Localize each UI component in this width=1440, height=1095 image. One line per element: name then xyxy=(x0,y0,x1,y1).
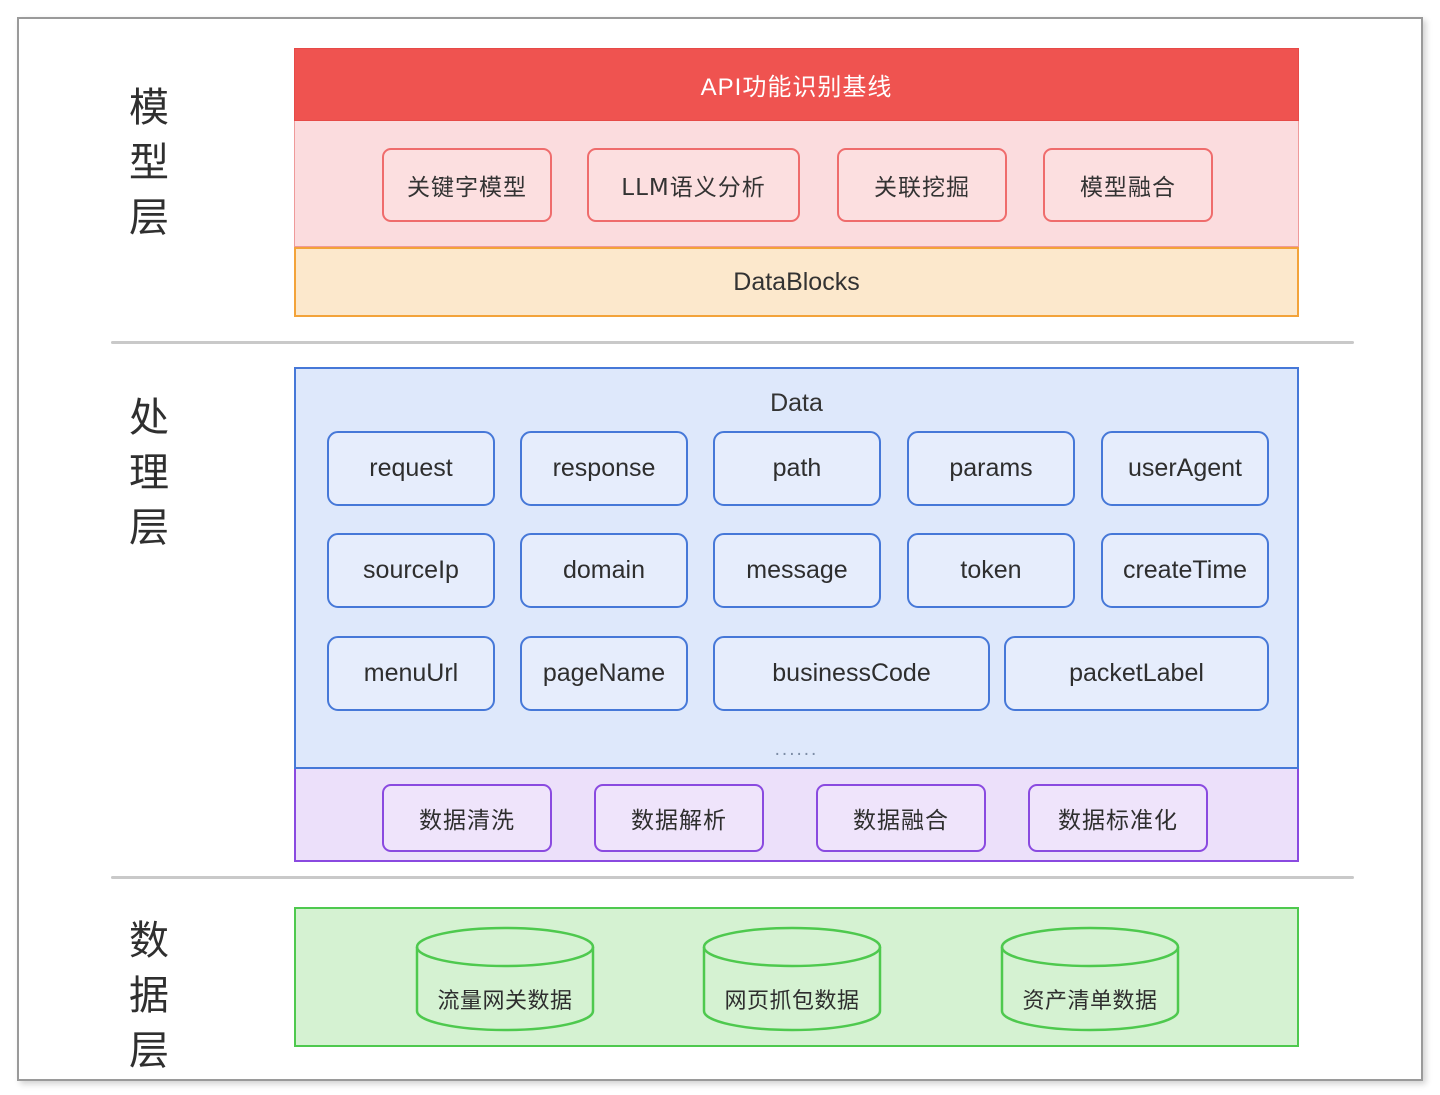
field-chip-createtime[interactable]: createTime xyxy=(1101,533,1269,608)
model-layer-body: 关键字模型 LLM语义分析 关联挖掘 模型融合 xyxy=(294,121,1299,247)
divider-model-process xyxy=(111,341,1354,344)
layer-label-data: 数 据 层 xyxy=(129,918,171,1075)
diagram-frame: 模 型 层 API功能识别基线 关键字模型 LLM语义分析 关联挖掘 模型融合 … xyxy=(17,17,1423,1081)
field-chip-useragent[interactable]: userAgent xyxy=(1101,431,1269,506)
field-chip-path[interactable]: path xyxy=(713,431,881,506)
data-store-label: 网页抓包数据 xyxy=(724,989,860,1014)
step-chip-data-fusion[interactable]: 数据融合 xyxy=(816,784,986,852)
divider-process-data xyxy=(111,876,1354,879)
step-chip-data-parsing[interactable]: 数据解析 xyxy=(594,784,764,852)
process-data-title: Data xyxy=(770,389,823,417)
model-chip-model-fusion[interactable]: 模型融合 xyxy=(1043,148,1213,222)
data-layer-panel: 流量网关数据 网页抓包数据 资产清单数据 xyxy=(294,907,1299,1047)
layer-label-model: 模 型 层 xyxy=(129,85,171,242)
field-chip-domain[interactable]: domain xyxy=(520,533,688,608)
data-store-label: 流量网关数据 xyxy=(437,989,573,1014)
field-chip-businesscode[interactable]: businessCode xyxy=(713,636,990,711)
field-list-ellipsis: ...... xyxy=(774,739,819,760)
step-chip-data-cleaning[interactable]: 数据清洗 xyxy=(382,784,552,852)
process-data-panel: Data request response path params userAg… xyxy=(294,367,1299,769)
field-chip-packetlabel[interactable]: packetLabel xyxy=(1004,636,1269,711)
datablocks-bar: DataBlocks xyxy=(294,247,1299,317)
model-chip-keyword[interactable]: 关键字模型 xyxy=(382,148,552,222)
field-chip-response[interactable]: response xyxy=(520,431,688,506)
data-store-traffic-gateway[interactable]: 流量网关数据 xyxy=(414,925,596,1033)
data-store-asset-inventory[interactable]: 资产清单数据 xyxy=(999,925,1181,1033)
data-store-web-capture[interactable]: 网页抓包数据 xyxy=(701,925,883,1033)
field-chip-request[interactable]: request xyxy=(327,431,495,506)
field-chip-message[interactable]: message xyxy=(713,533,881,608)
model-chip-llm-semantic[interactable]: LLM语义分析 xyxy=(587,148,800,222)
step-chip-data-standardization[interactable]: 数据标准化 xyxy=(1028,784,1208,852)
field-chip-pagename[interactable]: pageName xyxy=(520,636,688,711)
layer-label-process: 处 理 层 xyxy=(129,395,171,552)
process-steps-panel: 数据清洗 数据解析 数据融合 数据标准化 xyxy=(294,769,1299,862)
field-chip-token[interactable]: token xyxy=(907,533,1075,608)
data-store-label: 资产清单数据 xyxy=(1022,989,1158,1014)
field-chip-menuurl[interactable]: menuUrl xyxy=(327,636,495,711)
model-layer-header: API功能识别基线 xyxy=(294,48,1299,121)
field-chip-sourceip[interactable]: sourceIp xyxy=(327,533,495,608)
model-chip-correlation-mining[interactable]: 关联挖掘 xyxy=(837,148,1007,222)
field-chip-params[interactable]: params xyxy=(907,431,1075,506)
